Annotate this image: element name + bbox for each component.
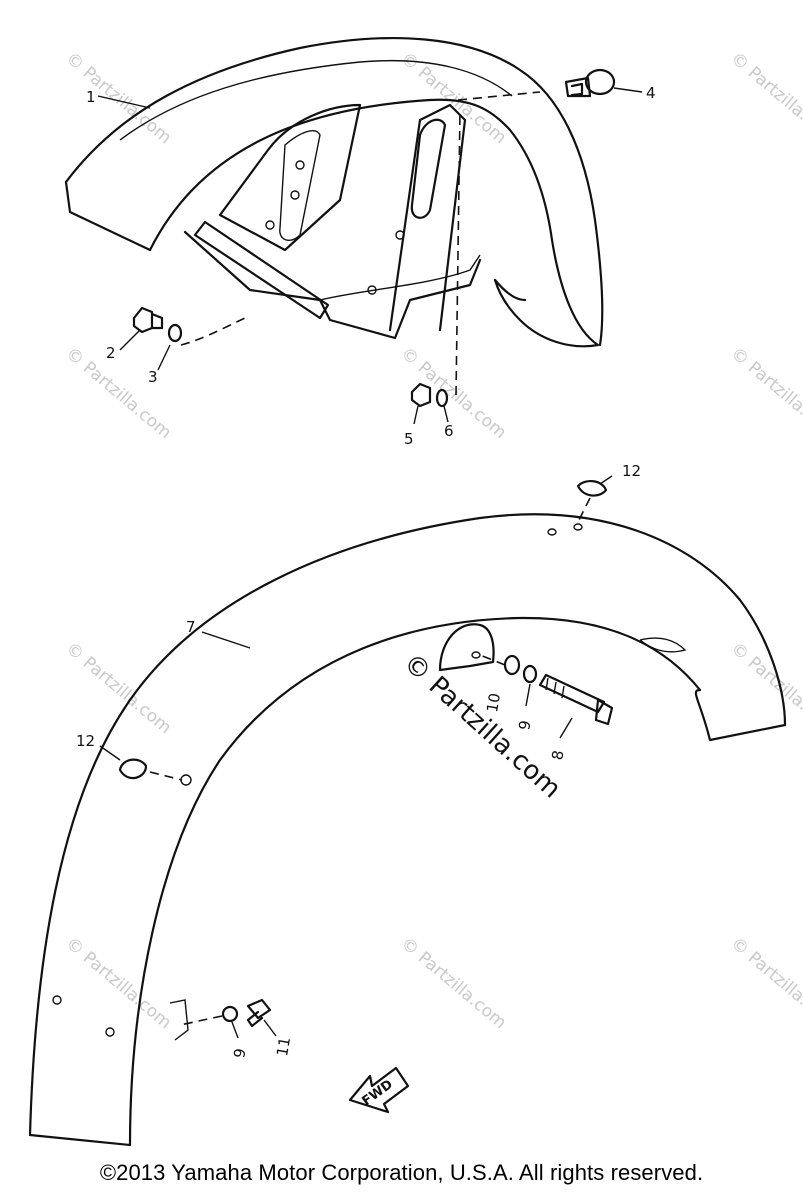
part-12-grommet-upper <box>576 480 608 497</box>
part-9-washer-upper <box>522 664 538 684</box>
watermark-10: © Partzilla.com <box>397 934 510 1034</box>
part-4-knob <box>564 68 616 98</box>
callout-2: 2 <box>106 344 116 362</box>
hardware-upper <box>132 68 616 408</box>
callout-8: 8 <box>548 749 567 762</box>
center-watermark: © Partzilla.com <box>397 648 566 805</box>
callout-3: 3 <box>148 368 158 386</box>
front-fender-lower <box>28 513 787 1147</box>
watermark-3: © Partzilla.com <box>727 49 803 149</box>
watermark-11: © Partzilla.com <box>727 934 803 1034</box>
callout-6: 6 <box>444 422 454 440</box>
callout-1: 1 <box>86 88 96 106</box>
part-12-grommet-left <box>118 758 148 780</box>
callout-4: 4 <box>646 84 656 102</box>
callout-9-upper: 9 <box>515 719 534 732</box>
callout-7: 7 <box>186 618 196 636</box>
part-2-bolt <box>132 306 164 334</box>
watermark-4: © Partzilla.com <box>62 344 175 444</box>
part-5-nut <box>410 382 432 408</box>
callout-5: 5 <box>404 430 414 448</box>
part-9-washer-lower <box>221 1005 239 1023</box>
callout-12-left: 12 <box>76 732 95 750</box>
front-fender-upper <box>64 36 604 348</box>
part-3-washer <box>167 323 183 343</box>
callout-9-lower: 9 <box>230 1047 249 1060</box>
part-11-bolt <box>246 998 272 1028</box>
part-6-washer <box>435 388 449 408</box>
hardware-lower <box>118 480 614 1028</box>
watermark-8: © Partzilla.com <box>727 639 803 739</box>
parts-diagram: © Partzilla.com © Partzilla.com © Partzi… <box>28 36 803 1147</box>
copyright-notice: ©2013 Yamaha Motor Corporation, U.S.A. A… <box>99 1160 704 1185</box>
watermark-2: © Partzilla.com <box>397 49 510 149</box>
watermark-9: © Partzilla.com <box>62 934 175 1034</box>
callout-12-upper: 12 <box>622 462 641 480</box>
callout-11: 11 <box>273 1036 294 1058</box>
watermark-1: © Partzilla.com <box>62 49 175 149</box>
part-10-washer <box>503 654 521 676</box>
fwd-arrow: FWD <box>348 1066 410 1114</box>
watermark-7: © Partzilla.com <box>62 639 175 739</box>
callout-layer: 1 2 3 4 5 6 7 8 9 10 9 11 12 12 <box>76 84 656 1059</box>
callout-10: 10 <box>483 692 504 714</box>
watermark-6: © Partzilla.com <box>727 344 803 444</box>
part-8-bolt <box>538 673 614 726</box>
